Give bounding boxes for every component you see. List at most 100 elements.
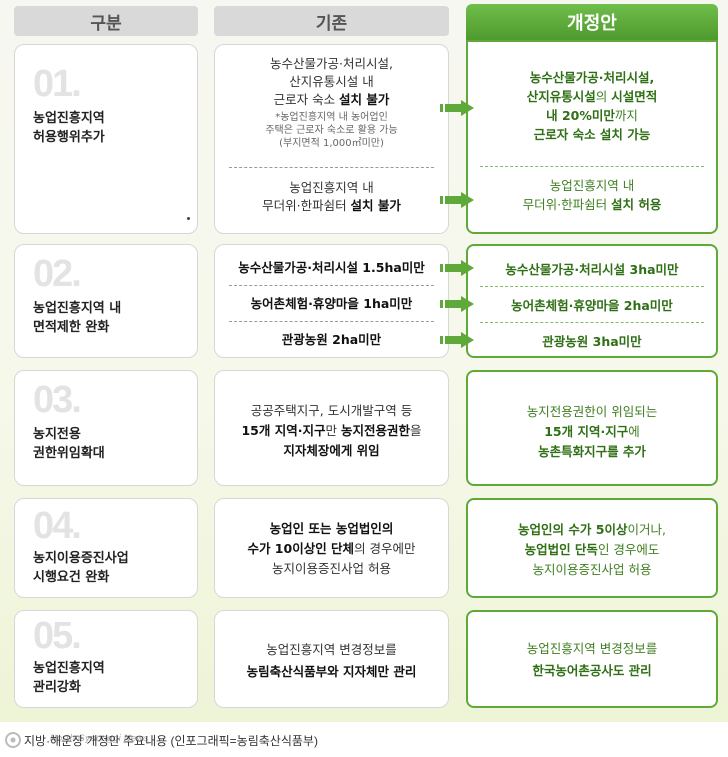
- row1-category-box: 01. 농업진흥지역 허용행위추가: [14, 44, 198, 234]
- row3-existing-box: 공공주택지구, 도시개발구역 등 15개 지역·지구만 농지전용권한을 지자체장…: [214, 370, 449, 486]
- row5-category-line2: 관리강화: [33, 680, 81, 695]
- row3-category-box: 03. 농지전용 권한위임확대: [14, 370, 198, 486]
- row1-number: 01.: [33, 63, 82, 105]
- row1-existing-note: *농업진흥지역 내 농어업인 주택은 근로자 숙소로 활용 가능 (부지면적 1…: [215, 111, 448, 150]
- row4-category-line1: 농지이용증진사업: [33, 551, 129, 566]
- row2-revised-item2: 농어촌체험·휴양마을 2ha미만: [511, 298, 673, 313]
- arrow-right-icon: [440, 260, 474, 276]
- row5-revised-line1: 농업진흥지역 변경정보를: [526, 641, 658, 656]
- row3-category-line1: 농지전용: [33, 427, 81, 442]
- row1-revised-line3: 내 20%미만까지: [546, 108, 638, 123]
- arrow-right-icon: [440, 100, 474, 116]
- row3-revised-box: 농지전용권한이 위임되는 15개 지역·지구에 농촌특화지구를 추가: [466, 370, 718, 486]
- row2-category-box: 02. 농업진흥지역 내 면적제한 완화: [14, 244, 198, 358]
- row1-existing-b-line2: 무더위·한파쉼터 설치 불가: [262, 198, 401, 213]
- row1-revised-line2: 산지유통시설의 시설면적: [526, 89, 658, 104]
- row2-revised-divider1: [480, 286, 704, 287]
- row5-revised-text: 농업진흥지역 변경정보를 한국농어촌공사도 관리: [468, 638, 716, 682]
- row4-revised-line3: 농지이용증진사업 허용: [532, 562, 652, 577]
- watermark: North Gyeonggi News: [50, 734, 149, 744]
- row4-category-label: 농지이용증진사업 시행요건 완화: [33, 549, 129, 587]
- row4-existing-line1: 농업인 또는 농업법인의: [269, 521, 394, 536]
- row1-revised-b-line2: 무더위·한파쉼터 설치 허용: [522, 197, 662, 212]
- row2-revised-item3: 관광농원 3ha미만: [542, 334, 642, 349]
- row1-existing-b-line1: 농업진흥지역 내: [289, 180, 374, 195]
- row1-existing-text-a: 농수산물가공·처리시설, 산지유통시설 내 근로자 숙소 설치 불가: [215, 55, 448, 109]
- row1-revised-line4: 근로자 숙소 설치 가능: [533, 127, 651, 142]
- row5-category-line1: 농업진흥지역: [33, 661, 105, 676]
- row2-revised-divider2: [480, 322, 704, 323]
- news-logo-icon: [5, 732, 21, 748]
- row4-number: 04.: [33, 505, 82, 547]
- row3-revised-line1: 농지전용권한이 위임되는: [526, 404, 658, 419]
- row4-revised-line2: 농업법인 단독인 경우에도: [524, 542, 660, 557]
- row2-number: 02.: [33, 253, 82, 295]
- row5-number: 05.: [33, 615, 82, 657]
- row2-category-label: 농업진흥지역 내 면적제한 완화: [33, 299, 121, 337]
- row4-existing-line3: 농지이용증진사업 허용: [272, 561, 391, 576]
- row1-existing-line3: 근로자 숙소 설치 불가: [273, 92, 390, 107]
- row1-revised-divider: [480, 166, 704, 167]
- image-caption: 지방·해운장 개정안 주요내용 (인포그래픽=농림축산식품부): [24, 734, 318, 748]
- header-revised: 개정안: [466, 4, 718, 40]
- row2-category-line2: 면적제한 완화: [33, 320, 110, 335]
- row3-category-line2: 권한위임확대: [33, 446, 105, 461]
- row1-existing-line2: 산지유통시설 내: [289, 74, 374, 89]
- row3-revised-line2: 15개 지역·지구에: [544, 424, 640, 439]
- row2-revised-box: 농수산물가공·처리시설 3ha미만 농어촌체험·휴양마을 2ha미만 관광농원 …: [466, 244, 718, 358]
- row1-revised-text-b: 농업진흥지역 내 무더위·한파쉼터 설치 허용: [468, 176, 716, 214]
- row1-existing-divider: [229, 167, 434, 168]
- row1-category-label: 농업진흥지역 허용행위추가: [33, 109, 105, 147]
- row2-category-line1: 농업진흥지역 내: [33, 301, 122, 316]
- row2-existing-box: 농수산물가공·처리시설 1.5ha미만 농어촌체험·휴양마을 1ha미만 관광농…: [214, 244, 449, 358]
- row1-note-line1: *농업진흥지역 내 농어업인: [275, 112, 388, 123]
- row1-existing-text-b: 농업진흥지역 내 무더위·한파쉼터 설치 불가: [215, 179, 448, 215]
- row4-existing-text: 농업인 또는 농업법인의 수가 10이상인 단체의 경우에만 농지이용증진사업 …: [215, 519, 448, 579]
- row4-existing-line2: 수가 10이상인 단체의 경우에만: [247, 541, 416, 556]
- row3-revised-text: 농지전용권한이 위임되는 15개 지역·지구에 농촌특화지구를 추가: [468, 402, 716, 462]
- row2-existing-divider2: [229, 321, 434, 322]
- row3-number: 03.: [33, 379, 82, 421]
- row1-note-line3: (부지면적 1,000㎡미만): [279, 138, 384, 149]
- row4-revised-line1: 농업인의 수가 5이상이거나,: [518, 522, 666, 537]
- row3-existing-line1: 공공주택지구, 도시개발구역 등: [250, 403, 413, 418]
- row5-existing-box: 농업진흥지역 변경정보를 농림축산식품부와 지자체만 관리: [214, 610, 449, 708]
- decor-dot: [187, 217, 190, 220]
- header-existing: 기존: [214, 6, 449, 36]
- row1-existing-line1: 농수산물가공·처리시설,: [270, 56, 393, 71]
- row3-revised-line3: 농촌특화지구를 추가: [538, 444, 646, 459]
- header-category: 구분: [14, 6, 198, 36]
- row1-revised-b-line1: 농업진흥지역 내: [549, 178, 635, 193]
- row1-note-line2: 주택은 근로자 숙소로 활용 가능: [265, 125, 398, 136]
- row4-existing-box: 농업인 또는 농업법인의 수가 10이상인 단체의 경우에만 농지이용증진사업 …: [214, 498, 449, 598]
- row5-existing-line1: 농업진흥지역 변경정보를: [266, 642, 397, 657]
- row5-revised-box: 농업진흥지역 변경정보를 한국농어촌공사도 관리: [466, 610, 718, 708]
- row1-category-line1: 농업진흥지역: [33, 111, 105, 126]
- row1-revised-line1: 농수산물가공·처리시설,: [529, 70, 655, 85]
- row3-existing-text: 공공주택지구, 도시개발구역 등 15개 지역·지구만 농지전용권한을 지자체장…: [215, 401, 448, 461]
- row4-category-box: 04. 농지이용증진사업 시행요건 완화: [14, 498, 198, 598]
- row2-existing-item3: 관광농원 2ha미만: [281, 332, 382, 347]
- row1-revised-text-a: 농수산물가공·처리시설, 산지유통시설의 시설면적 내 20%미만까지 근로자 …: [468, 68, 716, 144]
- row2-existing-divider1: [229, 285, 434, 286]
- row3-existing-line3: 지자체장에게 위임: [283, 443, 380, 458]
- arrow-right-icon: [440, 192, 474, 208]
- arrow-right-icon: [440, 332, 474, 348]
- row1-revised-box: 농수산물가공·처리시설, 산지유통시설의 시설면적 내 20%미만까지 근로자 …: [466, 40, 718, 234]
- row2-existing-item1: 농수산물가공·처리시설 1.5ha미만: [238, 260, 425, 275]
- row5-existing-line2: 농림축산식품부와 지자체만 관리: [246, 664, 417, 679]
- row2-revised-item1: 농수산물가공·처리시설 3ha미만: [505, 262, 679, 277]
- row4-revised-box: 농업인의 수가 5이상이거나, 농업법인 단독인 경우에도 농지이용증진사업 허…: [466, 498, 718, 598]
- row5-revised-line2: 한국농어촌공사도 관리: [532, 663, 652, 678]
- row2-existing-item2: 농어촌체험·휴양마을 1ha미만: [250, 296, 413, 311]
- row3-category-label: 농지전용 권한위임확대: [33, 425, 105, 463]
- row1-existing-box: 농수산물가공·처리시설, 산지유통시설 내 근로자 숙소 설치 불가 *농업진흥…: [214, 44, 449, 234]
- row1-category-line2: 허용행위추가: [33, 130, 105, 145]
- arrow-right-icon: [440, 296, 474, 312]
- row4-revised-text: 농업인의 수가 5이상이거나, 농업법인 단독인 경우에도 농지이용증진사업 허…: [468, 520, 716, 580]
- row4-category-line2: 시행요건 완화: [33, 570, 110, 585]
- row5-existing-text: 농업진흥지역 변경정보를 농림축산식품부와 지자체만 관리: [215, 639, 448, 683]
- row3-existing-line2: 15개 지역·지구만 농지전용권한을: [241, 423, 422, 438]
- row5-category-label: 농업진흥지역 관리강화: [33, 659, 105, 697]
- row5-category-box: 05. 농업진흥지역 관리강화: [14, 610, 198, 708]
